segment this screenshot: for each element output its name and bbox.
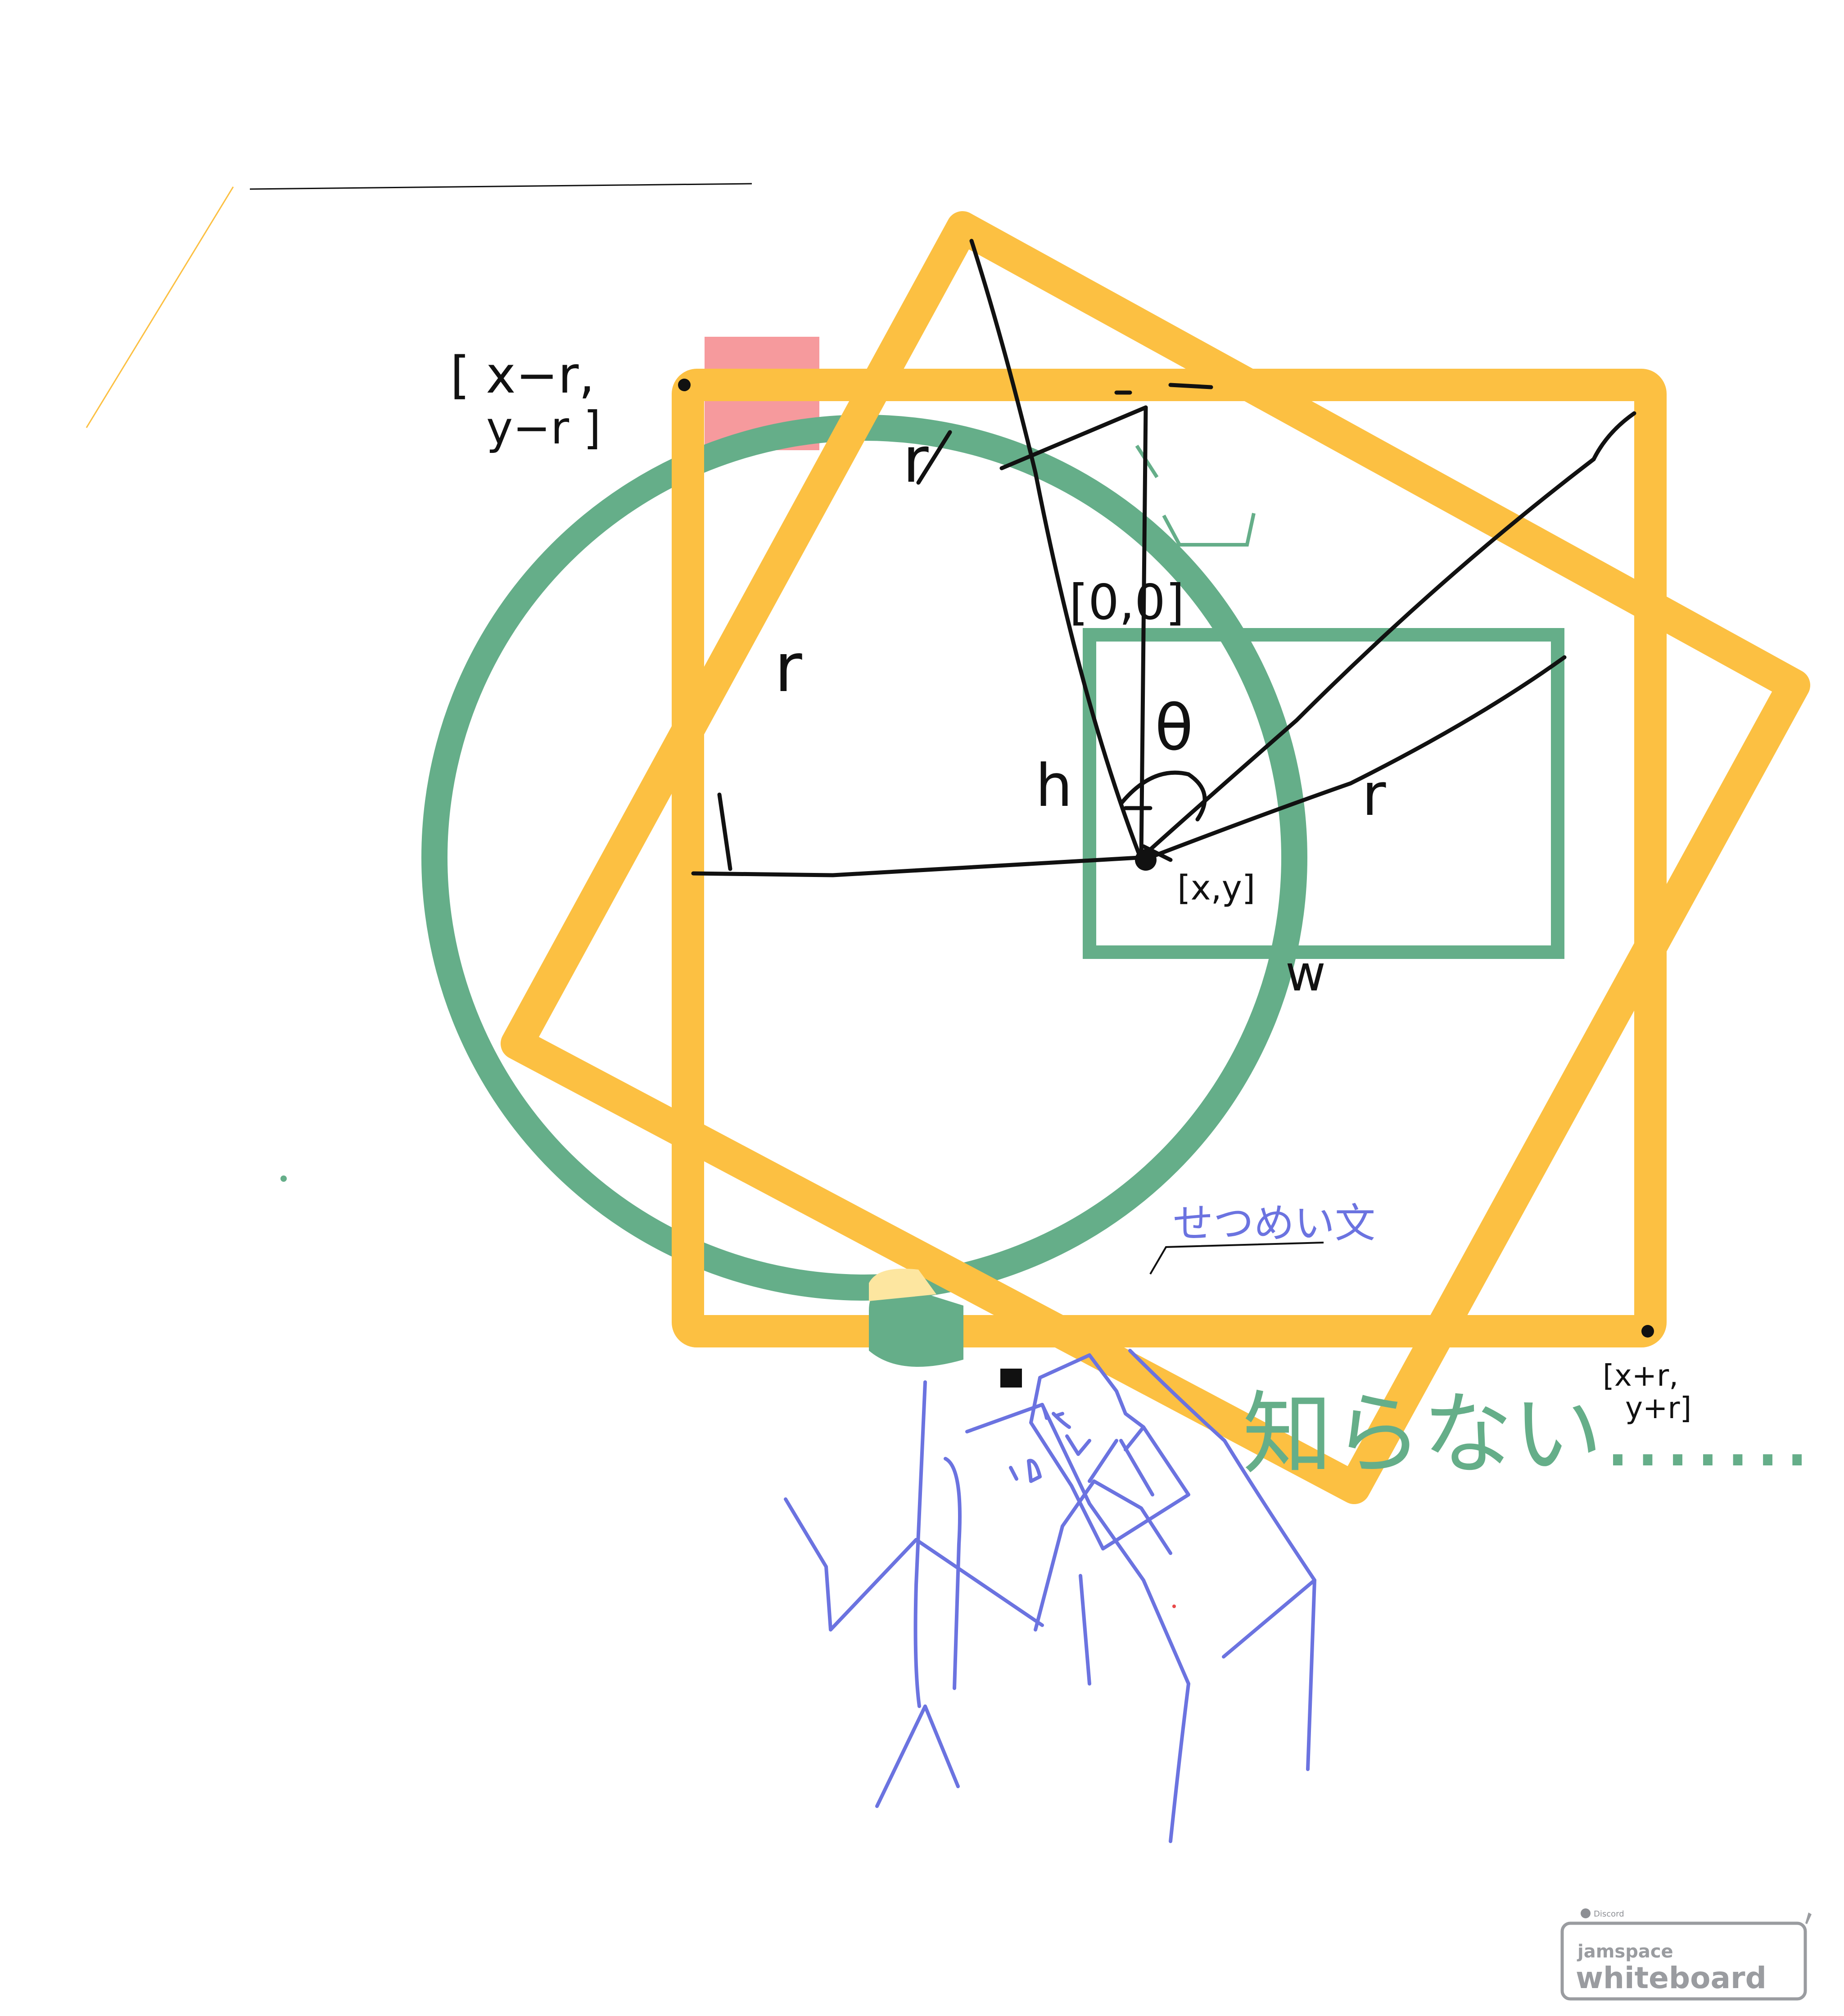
green-blob (869, 1283, 963, 1367)
center-point (1135, 849, 1157, 871)
label-r-top: r (903, 424, 929, 497)
corner-point-bottom-right (1641, 1325, 1654, 1338)
jamspace-whiteboard-logo: Discord jamspace whiteboard (1560, 1908, 1812, 2001)
discord-icon (1581, 1908, 1591, 1918)
label-bottom-right-corner-1: [x+r, (1603, 1358, 1678, 1393)
black-construction-lines (691, 239, 1636, 877)
thin-yellow-line (86, 186, 234, 428)
label-bottom-right-corner-2: y+r] (1625, 1391, 1691, 1425)
logo-discord-text: Discord (1594, 1909, 1624, 1919)
label-theta: θ (1155, 692, 1193, 765)
label-w: w (1285, 945, 1326, 1002)
label-top-left-corner-2: y−r ] (486, 402, 601, 454)
logo-jamspace-text: jamspace (1577, 1941, 1673, 1962)
label-top-left-corner-1: [ x−r, (450, 346, 595, 405)
annotation-blue: せつめい文 (1173, 1200, 1375, 1247)
corner-point-top-left (678, 379, 691, 391)
label-origin: [0,0] (1069, 574, 1184, 631)
yellow-rotated-square (501, 211, 1810, 1504)
logo-pencil-icon (1805, 1912, 1812, 1924)
yellow-blob (869, 1269, 936, 1301)
annotation-green: 知らない……. (1243, 1382, 1812, 1487)
red-dot (1172, 1605, 1176, 1608)
thin-black-line (249, 183, 752, 190)
black-square-mark (1000, 1369, 1022, 1388)
label-r-right: r (1362, 760, 1386, 829)
label-h: h (1035, 751, 1072, 820)
blue-stick-figures (784, 1349, 1316, 1843)
logo-whiteboard-text: whiteboard (1576, 1961, 1767, 1995)
logo-frame (1560, 1921, 1807, 2001)
green-rectangle (1083, 628, 1564, 959)
annotation-pointer (1149, 1242, 1324, 1275)
label-r-left: r (774, 629, 802, 707)
green-dot (280, 1175, 287, 1182)
label-center: [x,y] (1177, 868, 1255, 908)
